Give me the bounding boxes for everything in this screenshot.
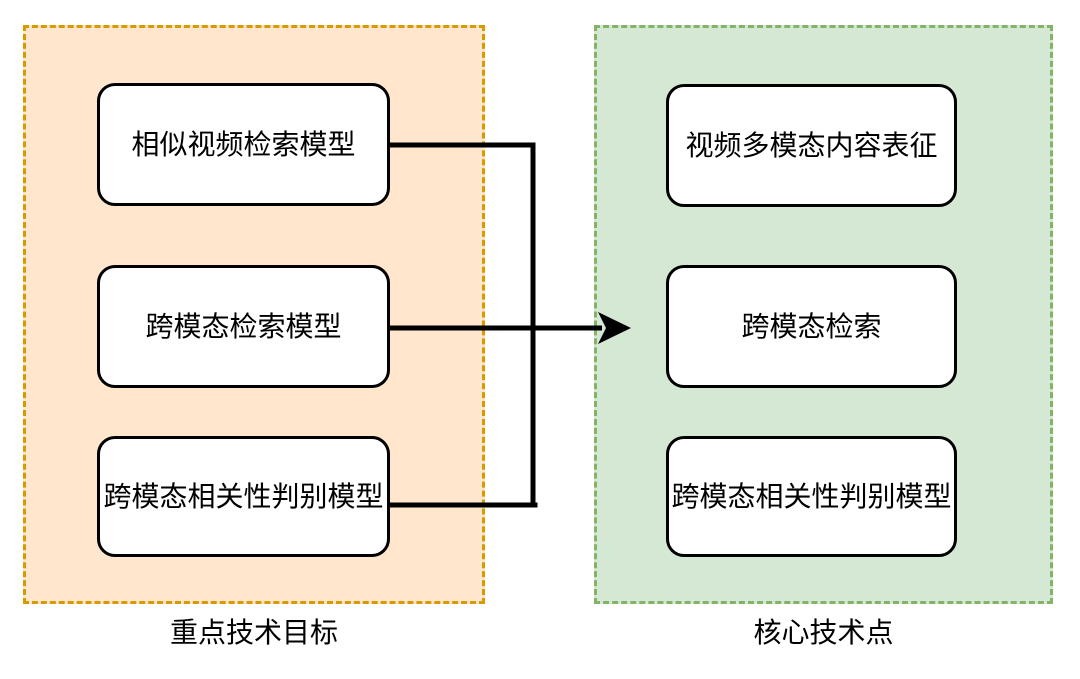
node-cross-modal-retrieval-model: 跨模态检索模型 bbox=[97, 265, 390, 388]
key-tech-goals-label: 重点技术目标 bbox=[169, 617, 338, 648]
node-cross-modal-relevance-discrimination-model-right: 跨模态相关性判别模型 bbox=[666, 436, 957, 557]
node-similar-video-retrieval-model: 相似视频检索模型 bbox=[97, 83, 390, 206]
node-cross-modal-relevance-discrimination-model-left: 跨模态相关性判别模型 bbox=[97, 436, 390, 557]
node-video-multimodal-content-representation: 视频多模态内容表征 bbox=[666, 84, 957, 207]
node-cross-modal-retrieval: 跨模态检索 bbox=[666, 265, 957, 388]
core-tech-points-label: 核心技术点 bbox=[753, 617, 894, 648]
